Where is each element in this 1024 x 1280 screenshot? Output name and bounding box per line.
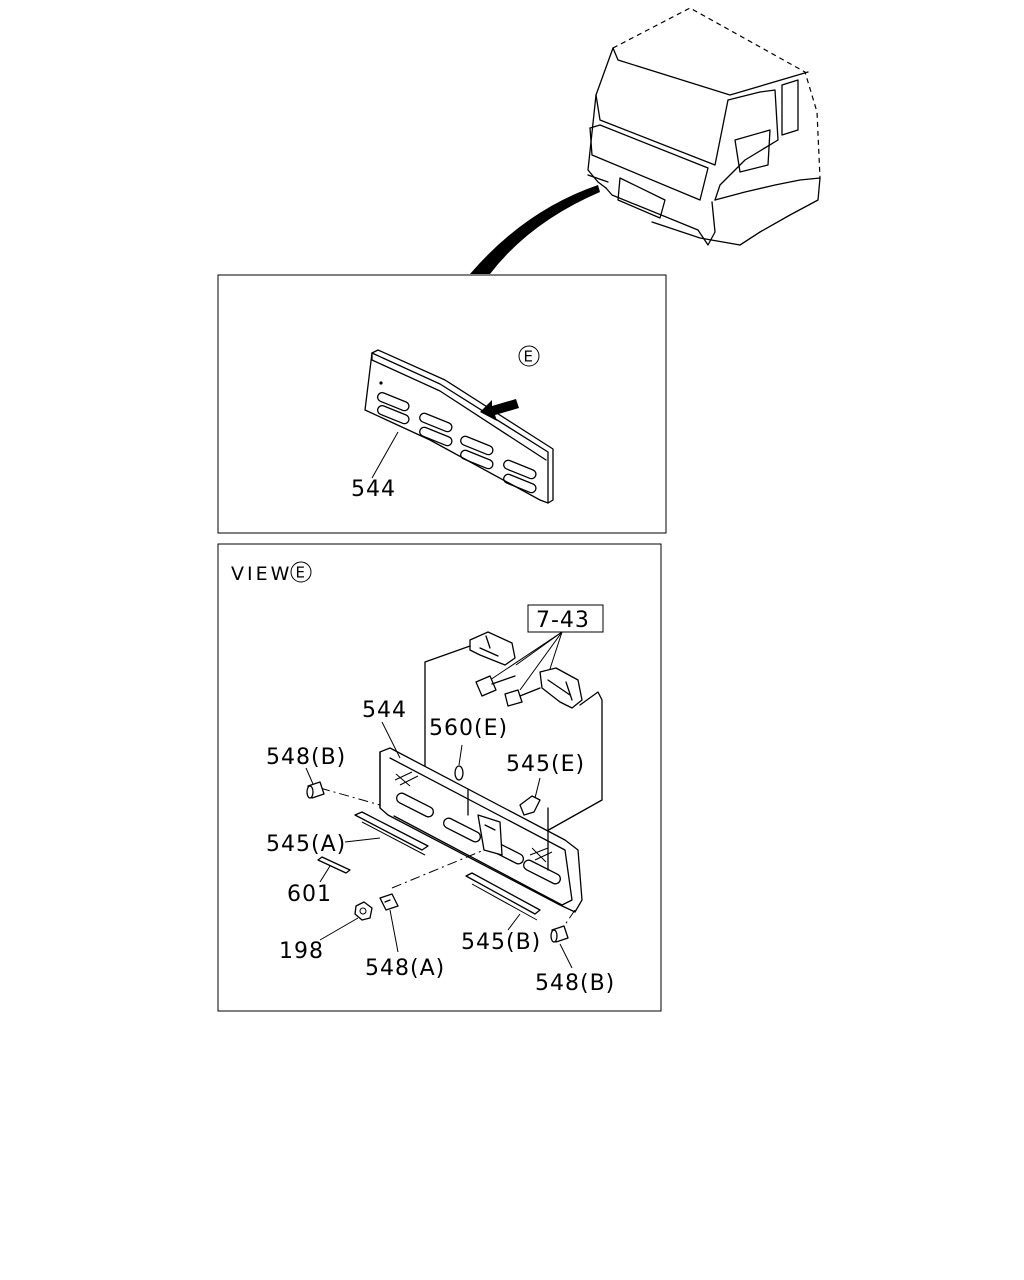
emblem-601 [317,856,351,874]
clip-545e [519,795,541,816]
bolt-upper-right [504,687,541,707]
strip-545a [354,811,429,851]
strip-545b [465,872,541,915]
grille-detail-label: 544 [351,477,396,502]
truck-cab-illustration [470,7,821,274]
bolt-548b-left [306,781,325,799]
circle-marker-icon [518,345,540,367]
bolt-548a [379,893,399,911]
label-548b-right: 548(B) [535,971,615,996]
bolt-548b-right [550,925,569,943]
upper-bracket-left [469,631,516,666]
label-601: 601 [287,882,332,907]
nut-198 [354,901,373,921]
label-198: 198 [279,939,324,964]
label-544: 544 [362,698,407,723]
view-marker: E [296,564,305,582]
detail-view-marker: E [524,348,533,366]
bolt-upper-left [475,675,516,697]
label-545a: 545(A) [266,832,346,857]
view-arrow-icon [480,399,519,421]
label-545b: 545(B) [461,930,541,955]
exploded-view-box: VIEW E 7-43 [217,543,662,1012]
view-circle-marker-icon [290,561,312,583]
ref-box [527,604,604,633]
grille-exploded [379,747,583,913]
label-548b-left: 548(B) [266,745,346,770]
ref-box-label: 7-43 [536,608,590,633]
clip-560e [454,765,464,781]
detail-box-grille: 544 E [217,274,667,534]
view-title: VIEW [231,563,292,585]
label-548a: 548(A) [365,956,445,981]
upper-bracket-right [539,667,583,709]
label-545e: 545(E) [506,752,585,777]
label-560e: 560(E) [429,716,508,741]
